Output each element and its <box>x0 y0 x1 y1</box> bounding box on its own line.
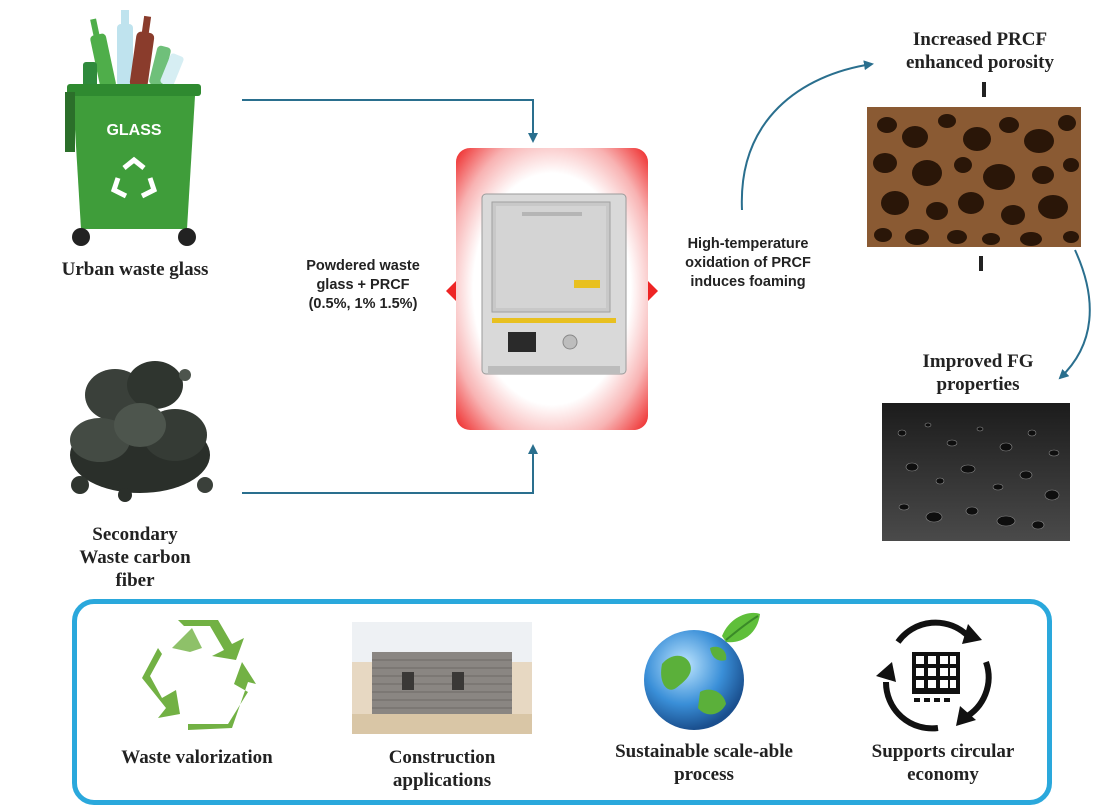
benefits-panel <box>72 599 1052 805</box>
process-output-label: High-temperature oxidation of PRCF induc… <box>685 236 811 290</box>
arrow-furnace-to-porosity <box>740 60 874 211</box>
bin-text: GLASS <box>106 122 161 139</box>
building-icon <box>912 652 960 702</box>
carbon-fiber-label: Secondary Waste carbon fiber <box>79 524 191 591</box>
process-input-label: Powdered waste glass + PRCF (0.5%, 1% 1.… <box>306 258 420 312</box>
benefit-label-waste-valorization: Waste valorization <box>121 747 273 768</box>
globe-leaf-icon <box>644 612 760 730</box>
glass-bin-illustration: GLASS <box>65 10 201 246</box>
benefit-label-sustainable: Sustainable scale-able process <box>615 741 793 785</box>
benefit-label-circular: Supports circular economy <box>871 741 1015 785</box>
arrow-porosity-to-properties <box>1058 249 1091 380</box>
glass-bottles-icon <box>83 10 184 90</box>
benefit-label-construction: Construction applications <box>388 747 496 791</box>
furnace-icon <box>481 193 627 375</box>
recycle-icon <box>142 620 256 730</box>
connector-tick-bottom <box>979 256 983 271</box>
foam-surface-image <box>882 403 1070 541</box>
recycle-icon <box>110 156 158 199</box>
porous-foam-image <box>867 107 1081 247</box>
carbon-fiber-illustration <box>70 361 213 502</box>
furnace-side-notches <box>446 281 658 301</box>
connector-tick-top <box>982 82 986 97</box>
glass-bin-label: Urban waste glass <box>61 259 209 280</box>
properties-label: Improved FG properties <box>922 351 1034 395</box>
arrow-fiber-to-furnace <box>242 444 538 494</box>
arrow-glass-to-furnace <box>242 99 538 143</box>
circular-economy-icon <box>876 619 992 732</box>
porosity-label: Increased PRCF enhanced porosity <box>906 29 1054 73</box>
construction-photo <box>352 622 532 734</box>
